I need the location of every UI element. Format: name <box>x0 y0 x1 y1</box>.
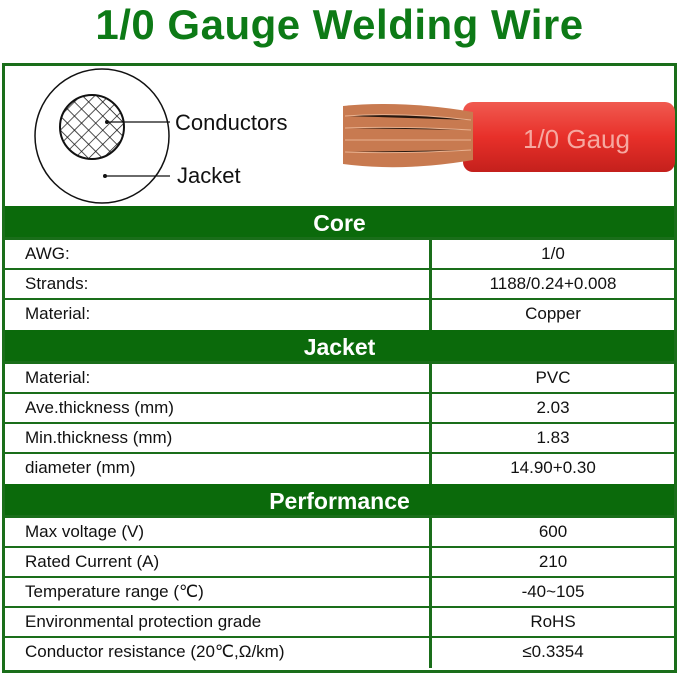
spec-label: Ave.thickness (mm) <box>5 394 432 422</box>
spec-label: Material: <box>5 364 432 392</box>
spec-label: Conductor resistance (20℃,Ω/km) <box>5 638 432 668</box>
section-header-jacket: Jacket <box>5 330 674 364</box>
spec-value: ≤0.3354 <box>522 642 584 661</box>
spec-label: Max voltage (V) <box>5 518 432 546</box>
spec-label: diameter (mm) <box>5 454 432 484</box>
table-row: Min.thickness (mm) 1.83 <box>5 424 674 454</box>
cable-photo: 1/0 Gaug <box>343 102 675 172</box>
spec-label: Temperature range (℃) <box>5 578 432 606</box>
table-row: diameter (mm) 14.90+0.30 <box>5 454 674 484</box>
spec-label: Min.thickness (mm) <box>5 424 432 452</box>
spec-value: PVC <box>535 368 571 387</box>
section-header-core: Core <box>5 206 674 240</box>
table-row: Rated Current (A) 210 <box>5 548 674 578</box>
table-row: Material: PVC <box>5 364 674 394</box>
table-row: Temperature range (℃) -40~105 <box>5 578 674 608</box>
spec-label: Strands: <box>5 270 432 298</box>
spec-label: AWG: <box>5 240 432 268</box>
table-row: AWG: 1/0 <box>5 240 674 270</box>
cable-print: 1/0 Gaug <box>523 124 630 154</box>
cable-illustration: Conductors Jacket 1/0 Gaug <box>5 66 675 206</box>
spec-label: Environmental protection grade <box>5 608 432 636</box>
page-title: 1/0 Gauge Welding Wire <box>95 1 584 48</box>
spec-value: 1/0 <box>541 244 565 263</box>
table-row: Max voltage (V) 600 <box>5 518 674 548</box>
spec-label: Rated Current (A) <box>5 548 432 576</box>
section-header-performance: Performance <box>5 484 674 518</box>
table-row: Conductor resistance (20℃,Ω/km) ≤0.3354 <box>5 638 674 668</box>
table-row: Material: Copper <box>5 300 674 330</box>
spec-value: 1188/0.24+0.008 <box>489 274 617 293</box>
spec-value: 2.03 <box>536 398 570 417</box>
spec-value: 14.90+0.30 <box>510 458 596 477</box>
conductors-label: Conductors <box>175 110 288 135</box>
spec-value: 1.83 <box>536 428 570 447</box>
spec-value: Copper <box>525 304 581 323</box>
spec-label: Material: <box>5 300 432 330</box>
table-row: Ave.thickness (mm) 2.03 <box>5 394 674 424</box>
table-row: Environmental protection grade RoHS <box>5 608 674 638</box>
spec-value: 600 <box>538 522 568 541</box>
cross-section-icon <box>34 68 170 204</box>
table-row: Strands: 1188/0.24+0.008 <box>5 270 674 300</box>
jacket-label: Jacket <box>177 163 241 188</box>
spec-value: RoHS <box>530 612 576 631</box>
spec-value: -40~105 <box>521 582 585 601</box>
spec-value: 210 <box>538 552 568 571</box>
